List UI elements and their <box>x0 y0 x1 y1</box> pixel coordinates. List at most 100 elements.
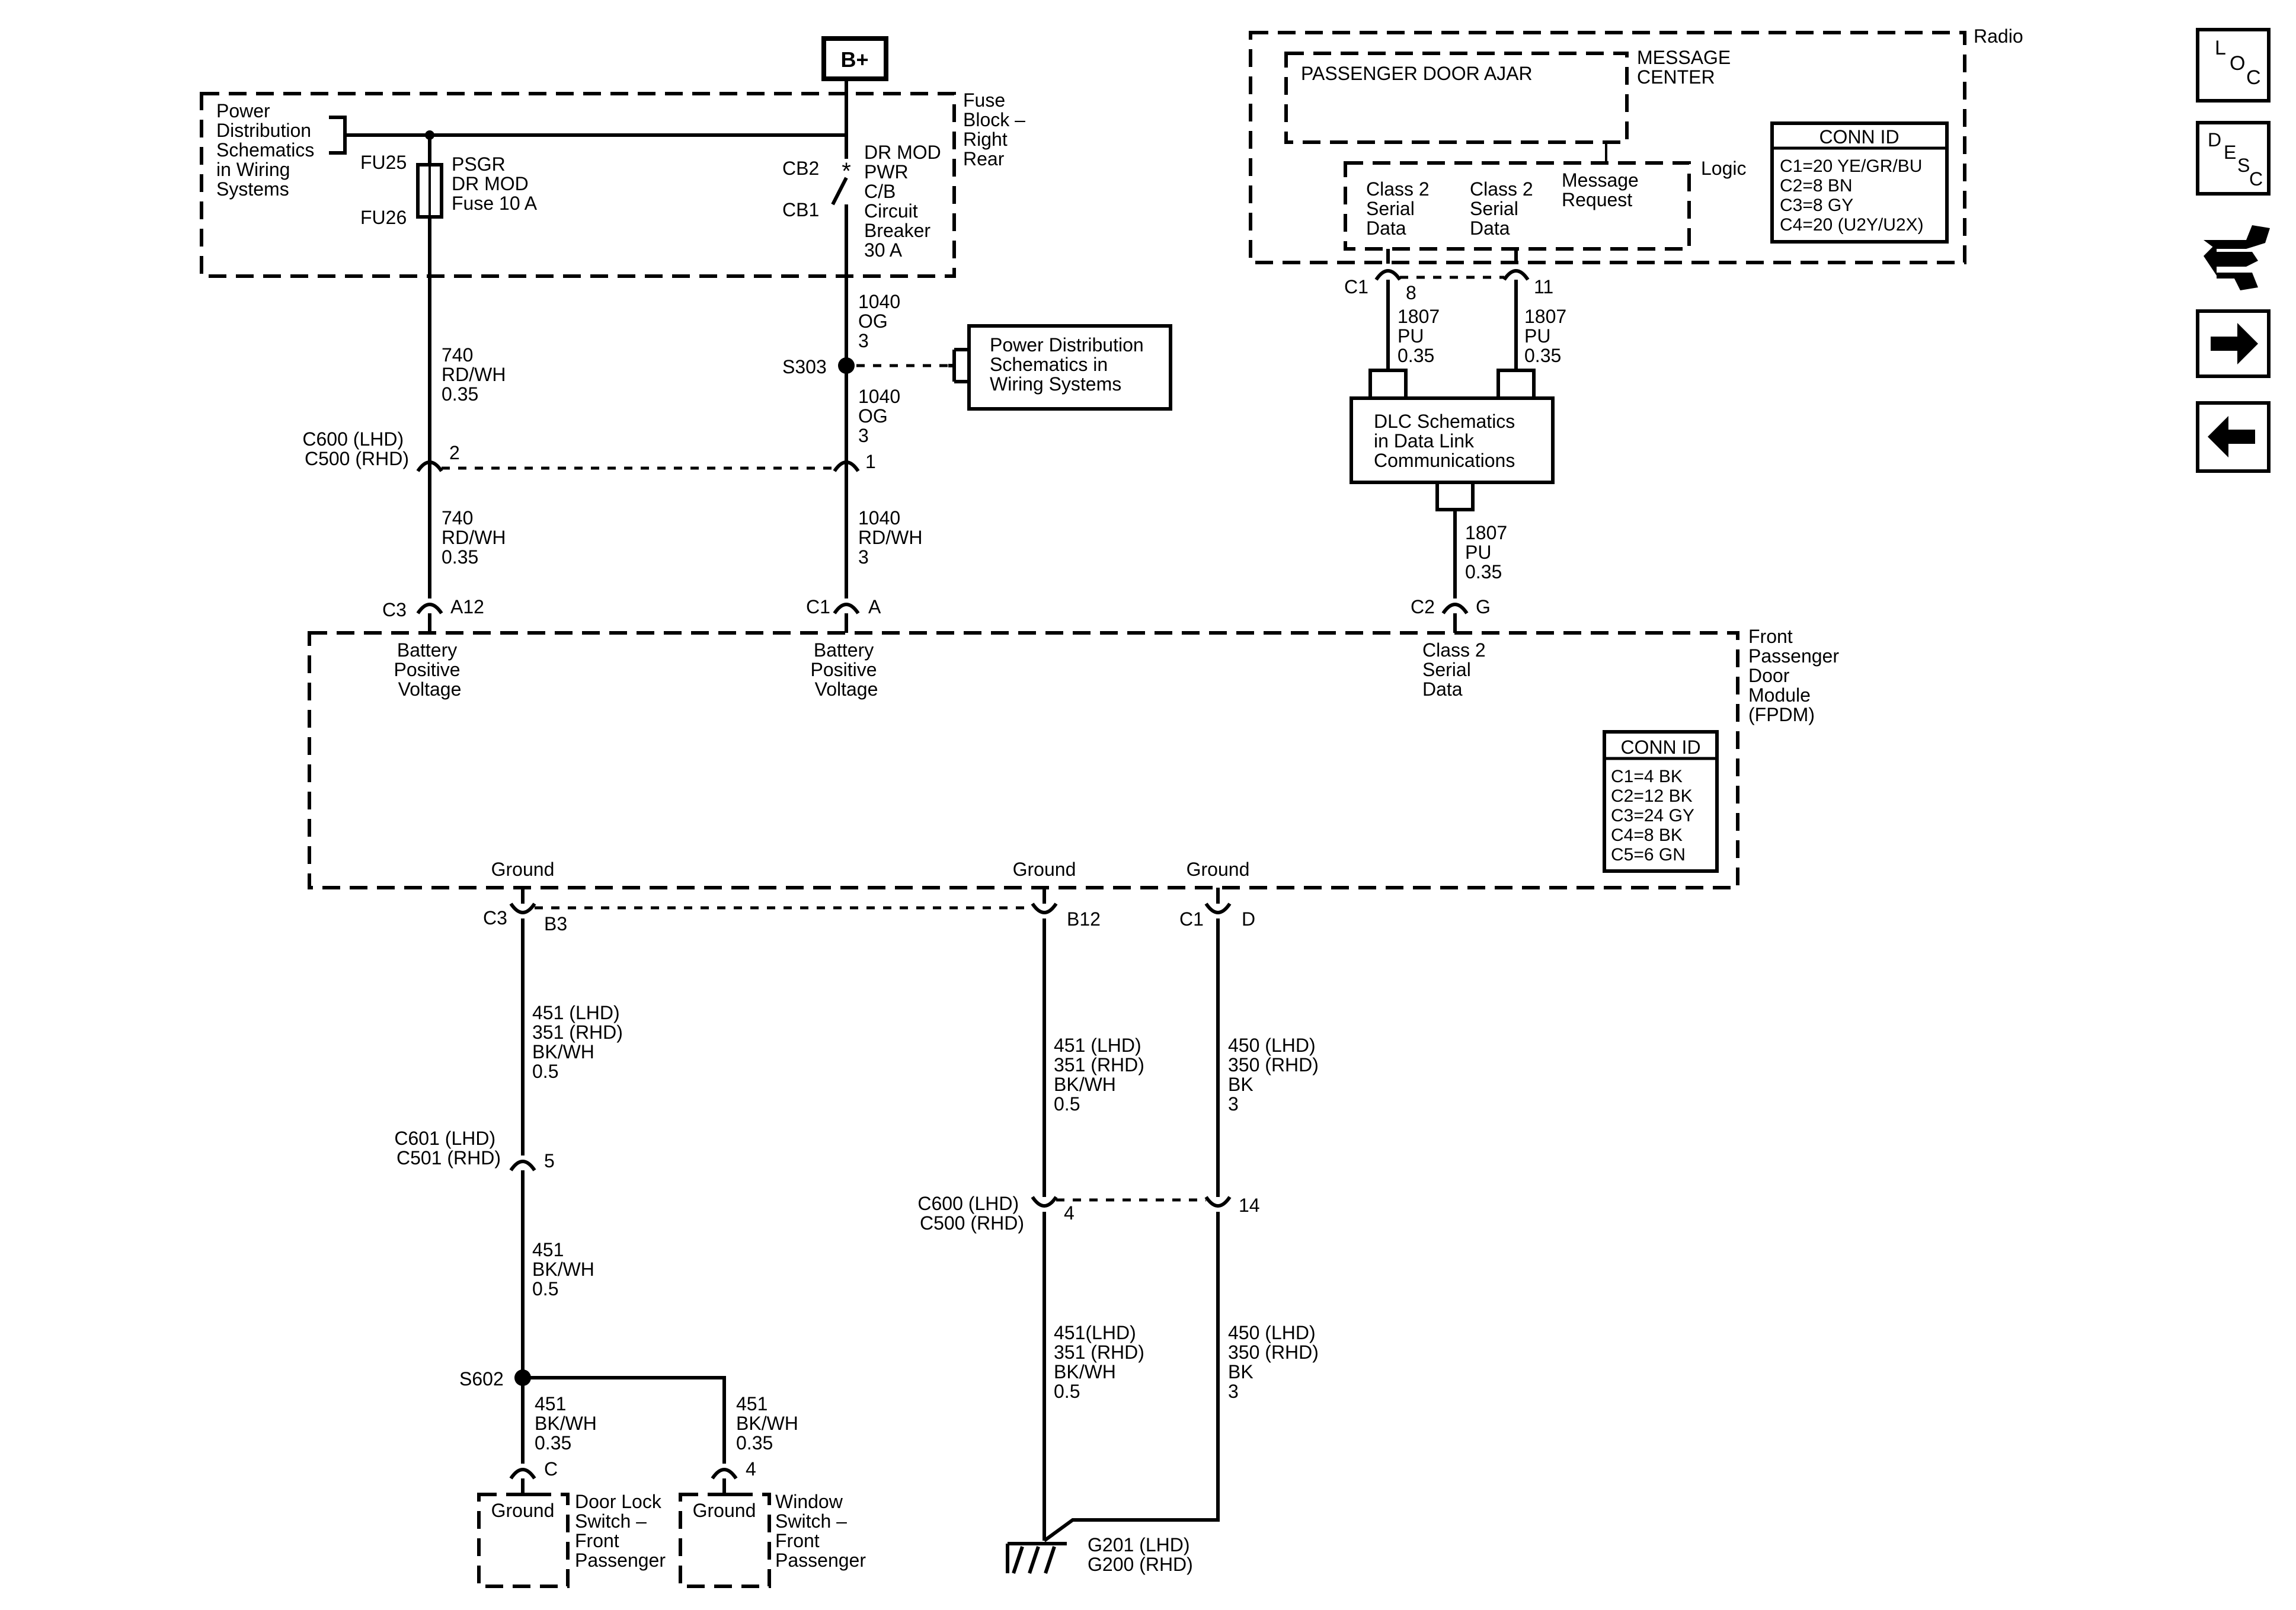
fpdm-serial: Class 2 Serial Data <box>1422 639 1491 700</box>
fpdm-ground2: Ground <box>1013 859 1076 880</box>
fpdm-title: Front Passenger Door Module (FPDM) <box>1748 626 1844 725</box>
conn-c2-label: C2 <box>1411 596 1435 617</box>
conn-c600-top-1 <box>833 460 860 472</box>
wire-450-label-a: 450 (LHD) 350 (RHD) BK 3 <box>1228 1035 1324 1115</box>
s303-bracket <box>948 348 971 383</box>
svg-text:L: L <box>2215 37 2226 59</box>
fuse-label: PSGR DR MOD Fuse 10 A <box>452 153 538 214</box>
radio-c1-label: C1 <box>1344 276 1368 297</box>
breaker-label: DR MOD PWR C/B Circuit Breaker 30 A <box>864 142 946 261</box>
radio-title: Radio <box>1974 25 2023 47</box>
dlc-bracket-right <box>1496 369 1536 397</box>
serial2-label: Class 2 Serial Data <box>1470 178 1539 239</box>
wire-451-label-a: 451 (LHD) 351 (RHD) BK/WH 0.5 <box>532 1002 628 1082</box>
conn-c3-b3 <box>509 902 536 914</box>
ground-label: G201 (LHD) G200 (RHD) <box>1088 1534 1195 1575</box>
arrow-left-icon <box>2208 416 2255 457</box>
pds-bracket <box>329 116 347 155</box>
fuse-id-fu26: FU26 <box>360 207 407 228</box>
conn-c600-bot-4 <box>1031 1196 1058 1208</box>
conn-c600-pin4: 4 <box>1064 1202 1075 1224</box>
loc-button[interactable]: L O C <box>2196 28 2271 103</box>
fpdm-bpv2: Battery Positive Voltage <box>811 639 882 700</box>
battery-box <box>821 36 888 81</box>
dlc-label: DLC Schematics in Data Link Communicatio… <box>1374 411 1520 471</box>
wire-1807-label-right: 1807 PU 0.35 <box>1524 306 1572 366</box>
fpdm-conn-id-box <box>1603 730 1719 873</box>
radio-conn-id-box <box>1770 121 1949 244</box>
conn-c600-pin14: 14 <box>1239 1195 1260 1216</box>
pds-mid-box <box>967 324 1172 411</box>
conn-a-label: A <box>868 596 881 617</box>
back-button[interactable] <box>2196 401 2271 473</box>
conn-window <box>711 1468 738 1480</box>
conn-c600-pin1: 1 <box>865 451 876 472</box>
wire-451-label-b: 451 BK/WH 0.5 <box>532 1239 600 1299</box>
conn-c600-bot-14 <box>1204 1196 1232 1208</box>
fpdm-conn-id-title: CONN ID <box>1620 737 1700 758</box>
wire-1807-label-left: 1807 PU 0.35 <box>1398 306 1445 366</box>
desc-button[interactable]: D E S C <box>2196 121 2271 196</box>
radio-conn-id-list: C1=20 YE/GR/BU C2=8 BN C3=8 GY C4=20 (U2… <box>1780 156 1927 235</box>
svg-text:O: O <box>2230 52 2245 75</box>
pds-mid-label: Power Distribution Schematics in Wiring … <box>990 334 1149 395</box>
conn-c1-bot-label: C1 <box>1179 908 1204 930</box>
wire-451-branch <box>523 1376 726 1464</box>
door-lock-ground: Ground <box>491 1500 555 1521</box>
svg-text:C: C <box>2246 66 2261 89</box>
conn-c1-a <box>833 603 860 614</box>
radio-pin11-label: 11 <box>1534 276 1553 297</box>
radio-pin8-label: 8 <box>1406 282 1416 303</box>
message-request-label: Message Request <box>1562 169 1644 210</box>
splice-s303-label: S303 <box>782 356 827 377</box>
connector-tool-icon[interactable] <box>2204 225 2270 290</box>
fuse-block-title: Fuse Block – Right Rear <box>963 89 1031 169</box>
window-ground: Ground <box>693 1500 756 1521</box>
conn-c2-g <box>1441 603 1469 614</box>
wire-451-label-c: 451 BK/WH 0.35 <box>535 1393 602 1454</box>
breaker-mark: * <box>842 158 851 184</box>
fuse-block-outline <box>200 92 956 278</box>
conn-c601 <box>509 1160 536 1172</box>
conn-c600-pin2: 2 <box>449 442 460 463</box>
wire-451-label-f: 451(LHD) 351 (RHD) BK/WH 0.5 <box>1054 1322 1150 1402</box>
conn-door-lock-pin: C <box>544 1458 558 1480</box>
conn-a12-label: A12 <box>450 596 484 617</box>
splice-s303 <box>838 357 855 374</box>
window-label: Window Switch – Front Passenger <box>775 1491 866 1571</box>
wire-451-label-d: 451 BK/WH 0.35 <box>736 1393 804 1454</box>
radio-pin8 <box>1374 269 1402 281</box>
dlc-bracket-left <box>1368 369 1408 397</box>
door-lock-switch-outline <box>477 1493 570 1588</box>
wire-740-label-b: 740 RD/WH 0.35 <box>442 507 511 568</box>
message-center-outline <box>1284 52 1629 144</box>
radio-conn-id-title: CONN ID <box>1819 126 1899 148</box>
message-center-label: MESSAGE CENTER <box>1637 47 1736 88</box>
next-button[interactable] <box>2196 309 2271 378</box>
svg-text:S: S <box>2237 155 2250 176</box>
conn-c600-top-2 <box>416 460 443 472</box>
dlc-box <box>1350 396 1555 484</box>
fpdm-ground1: Ground <box>491 859 555 880</box>
serial1-label: Class 2 Serial Data <box>1366 178 1435 239</box>
logic-label: Logic <box>1701 158 1747 179</box>
door-lock-label: Door Lock Switch – Front Passenger <box>575 1491 667 1571</box>
conn-g-label: G <box>1476 596 1491 617</box>
wire-1040-label-a: 1040 OG 3 <box>858 291 906 351</box>
wire-1040-label-b: 1040 OG 3 <box>858 386 906 446</box>
conn-c600-top-label: C600 (LHD) C500 (RHD) <box>302 428 409 469</box>
radio-pin11 <box>1502 269 1530 281</box>
fpdm-outline <box>308 631 1739 889</box>
breaker-symbol <box>831 177 848 206</box>
fpdm-conn-id-list: C1=4 BK C2=12 BK C3=24 GY C4=8 BK C5=6 G… <box>1611 767 1699 865</box>
breaker-id-cb1: CB1 <box>782 199 819 220</box>
wire-450-b <box>1043 1212 1220 1542</box>
conn-b12-label: B12 <box>1067 908 1101 930</box>
arrow-right-icon <box>2211 323 2258 364</box>
conn-d-label: D <box>1242 908 1255 930</box>
conn-door-lock <box>509 1468 536 1480</box>
wire-1040-label-c: 1040 RD/WH 3 <box>858 507 928 568</box>
conn-c1-label: C1 <box>806 596 830 617</box>
